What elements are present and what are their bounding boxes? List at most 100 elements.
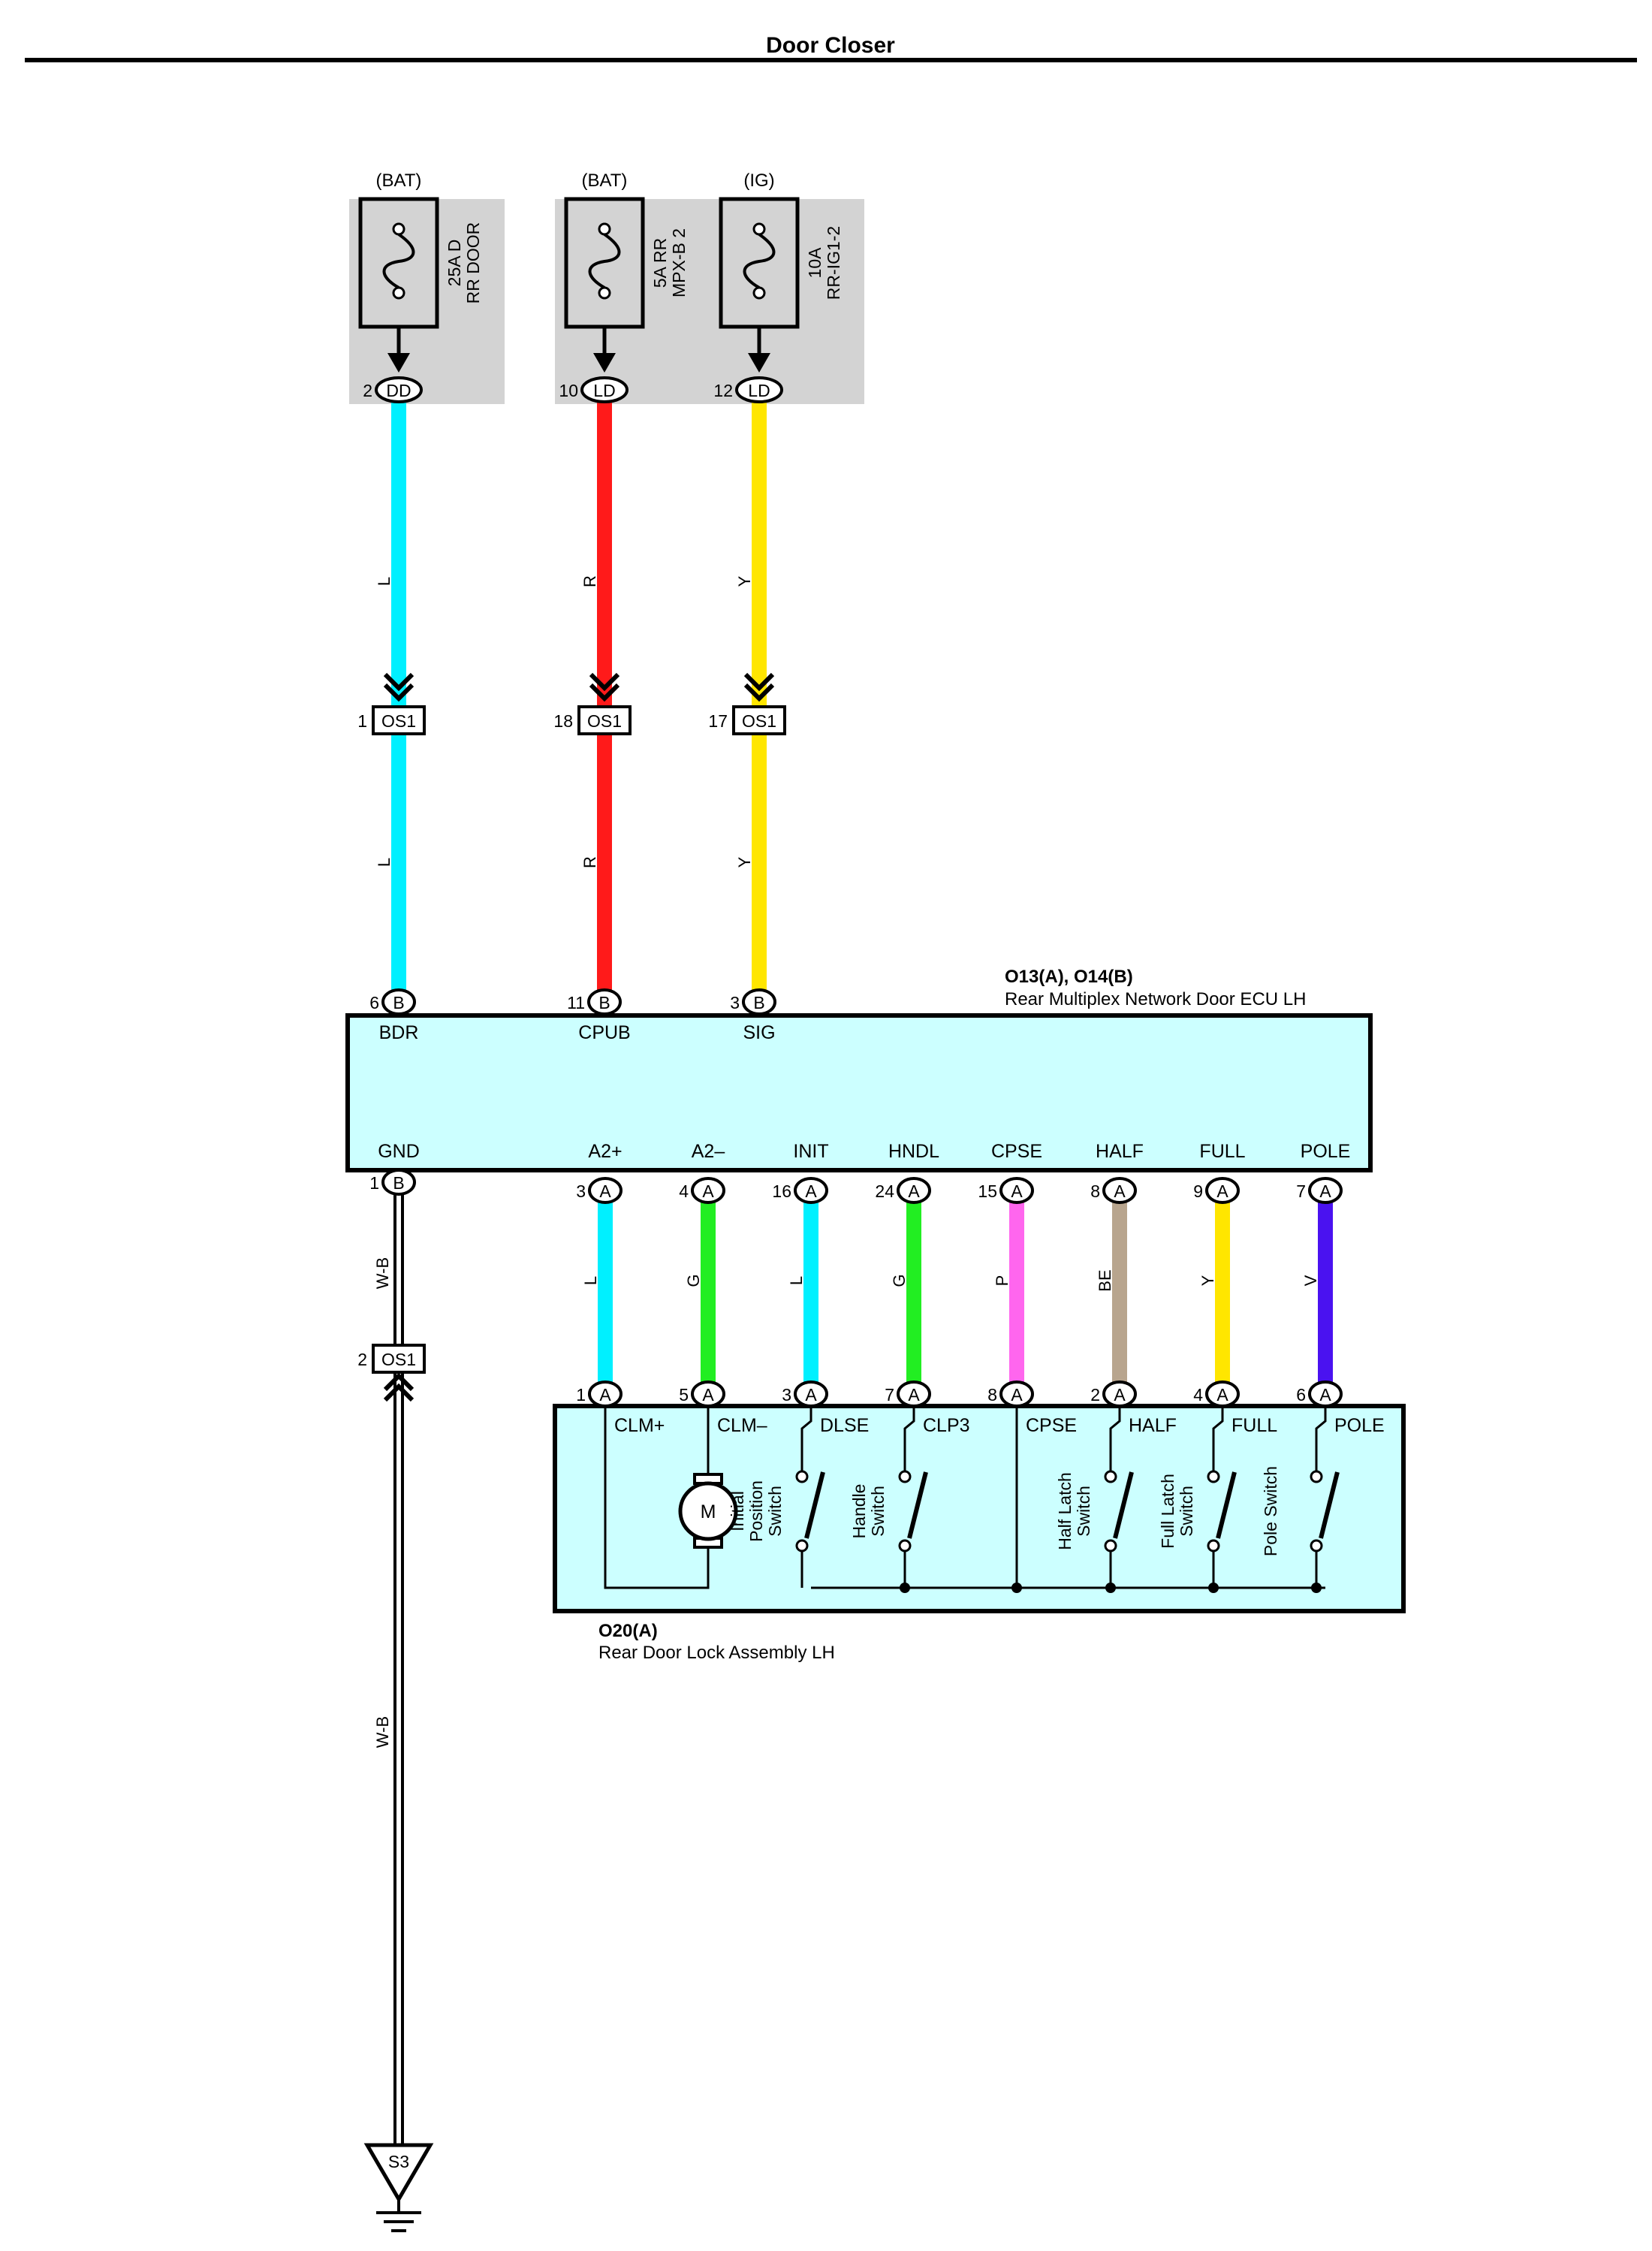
os1-ground-junction-box bbox=[372, 1344, 426, 1374]
switch-lead bbox=[1109, 1406, 1121, 1471]
ecu-lower-connector bbox=[897, 1177, 931, 1204]
ecu-lower-connector-code: A bbox=[1216, 1181, 1228, 1201]
lock-terminal-label: CLM– bbox=[717, 1415, 767, 1436]
ecu-upper-connector bbox=[587, 988, 622, 1015]
ecu-lower-pin-number: 24 bbox=[875, 1181, 894, 1201]
fuse-output-connector-code: LD bbox=[748, 381, 770, 400]
lock-pin-pin-number: 3 bbox=[782, 1385, 791, 1405]
switch-contact bbox=[1104, 1470, 1117, 1483]
switch-contact bbox=[795, 1470, 809, 1483]
wire-color-label: Y bbox=[735, 575, 754, 587]
lock-terminal-label: CPSE bbox=[1026, 1415, 1077, 1436]
ecu-lower-connector bbox=[1205, 1177, 1240, 1204]
wire-color-label: Y bbox=[1198, 1275, 1217, 1286]
wire-color-label: BE bbox=[1096, 1269, 1114, 1291]
page-title: Door Closer bbox=[766, 33, 895, 58]
fuse-source-label: (IG) bbox=[743, 170, 774, 191]
wire-color-label: Y bbox=[735, 856, 754, 868]
lock-pin-connector-code: A bbox=[1216, 1385, 1228, 1405]
wire-color-label: L bbox=[787, 1276, 806, 1285]
ecu-ground-connector-code: B bbox=[393, 1173, 404, 1193]
fuse-arrow bbox=[593, 353, 616, 373]
fuse-box-d bbox=[349, 199, 505, 404]
os1-ground-exit-chevron bbox=[383, 1372, 415, 1392]
os1-junction-code: OS1 bbox=[587, 711, 622, 731]
ecu-lower-connector bbox=[999, 1177, 1034, 1204]
fuse-terminal bbox=[392, 286, 405, 300]
ecu-upper-pin-number: 6 bbox=[369, 993, 379, 1012]
switch-label: Handle bbox=[849, 1484, 869, 1539]
ecu-lower-connector-code: A bbox=[702, 1181, 714, 1201]
lock-pin-pin-number: 5 bbox=[679, 1385, 689, 1405]
ecu-lower-connector-code: A bbox=[1011, 1181, 1023, 1201]
ecu-terminal-label: A2+ bbox=[588, 1141, 622, 1162]
ecu-terminal-label: FULL bbox=[1199, 1141, 1245, 1162]
fuse-terminal bbox=[598, 222, 611, 236]
fuse-output-connector-code: LD bbox=[593, 381, 615, 400]
ecu-terminal-label: POLE bbox=[1301, 1141, 1351, 1162]
ecu-lower-connector-code: A bbox=[1114, 1181, 1126, 1201]
lock-pin-connector-code: A bbox=[1114, 1385, 1126, 1405]
ecu-lower-pin-number: 15 bbox=[978, 1181, 997, 1201]
lock-pin-pin-number: 6 bbox=[1296, 1385, 1306, 1405]
wire-color-label: P bbox=[993, 1275, 1011, 1287]
os1-entry-chevron bbox=[589, 683, 620, 702]
ecu-lower-connector bbox=[1308, 1177, 1343, 1204]
bus-junction-dot bbox=[900, 1583, 910, 1593]
lock-pin-connector-code: A bbox=[1011, 1385, 1023, 1405]
os1-junction-box bbox=[732, 705, 786, 735]
wire-color-label: G bbox=[684, 1274, 703, 1287]
component-boxes bbox=[345, 199, 1406, 1613]
lock-pin-connector-code: A bbox=[702, 1385, 714, 1405]
ecu-lower-pin-number: 16 bbox=[772, 1181, 791, 1201]
switch-label: Pole Switch bbox=[1261, 1466, 1280, 1556]
switch-contact bbox=[1207, 1539, 1220, 1552]
os1-entry-chevron bbox=[383, 672, 415, 692]
wire-color-label: G bbox=[890, 1274, 909, 1287]
os1-junction-box bbox=[372, 705, 426, 735]
switch-contact bbox=[1207, 1470, 1220, 1483]
lock-pin-pin-number: 2 bbox=[1090, 1385, 1100, 1405]
lock-pin-pin-number: 4 bbox=[1193, 1385, 1203, 1405]
ecu-upper-connector bbox=[742, 988, 776, 1015]
os1-entry-chevron bbox=[589, 672, 620, 692]
motor-label: M bbox=[701, 1501, 716, 1522]
lock-pin-connector-code: A bbox=[1319, 1385, 1331, 1405]
fuse-terminal bbox=[752, 222, 766, 236]
lock-pin-connector-code: A bbox=[908, 1385, 920, 1405]
wire-color-label: R bbox=[580, 575, 599, 587]
switch-blade bbox=[1216, 1471, 1237, 1539]
ecu-terminal-label: SIG bbox=[743, 1022, 775, 1043]
fuse-arrow bbox=[748, 353, 770, 373]
bus-junction-dot bbox=[1011, 1583, 1022, 1593]
ecu-ground-connector bbox=[381, 1169, 416, 1196]
fuse-source-label: (BAT) bbox=[376, 170, 422, 191]
switch-label: Switch bbox=[1177, 1486, 1196, 1537]
switch-contact bbox=[898, 1539, 912, 1552]
fuse-output-connector bbox=[375, 376, 423, 403]
os1-entry-chevron bbox=[383, 683, 415, 702]
switch-blade bbox=[907, 1471, 928, 1539]
switch-contact bbox=[1310, 1470, 1323, 1483]
switch-label: Half Latch bbox=[1055, 1472, 1075, 1550]
fuse-terminal bbox=[752, 286, 766, 300]
lock-terminal-label: POLE bbox=[1334, 1415, 1385, 1436]
ground-triangle bbox=[363, 2143, 434, 2203]
fuse-name-label: RR-IG1-2 bbox=[824, 226, 843, 300]
ecu-upper-connector-code: B bbox=[393, 993, 404, 1012]
os1-ground-exit-chevron bbox=[383, 1383, 415, 1402]
switch-lead bbox=[1212, 1406, 1224, 1471]
lock-pin-pin-number: 1 bbox=[576, 1385, 586, 1405]
os1-junction-pin: 1 bbox=[357, 711, 367, 731]
ecu-upper-connector-code: B bbox=[598, 993, 610, 1012]
switch-lead bbox=[903, 1406, 915, 1471]
ecu-name-label: Rear Multiplex Network Door ECU LH bbox=[1005, 989, 1306, 1009]
ecu-upper-connector-code: B bbox=[753, 993, 764, 1012]
fuse-output-pin-number: 10 bbox=[559, 381, 578, 400]
lock-name-label: Rear Door Lock Assembly LH bbox=[598, 1643, 835, 1663]
fuse-name-label: RR DOOR bbox=[463, 222, 483, 304]
ecu-terminal-label: BDR bbox=[379, 1022, 419, 1043]
fuse-output-connector bbox=[580, 376, 629, 403]
wire-color-label: V bbox=[1301, 1275, 1320, 1286]
ecu-terminal-label: CPUB bbox=[578, 1022, 630, 1043]
